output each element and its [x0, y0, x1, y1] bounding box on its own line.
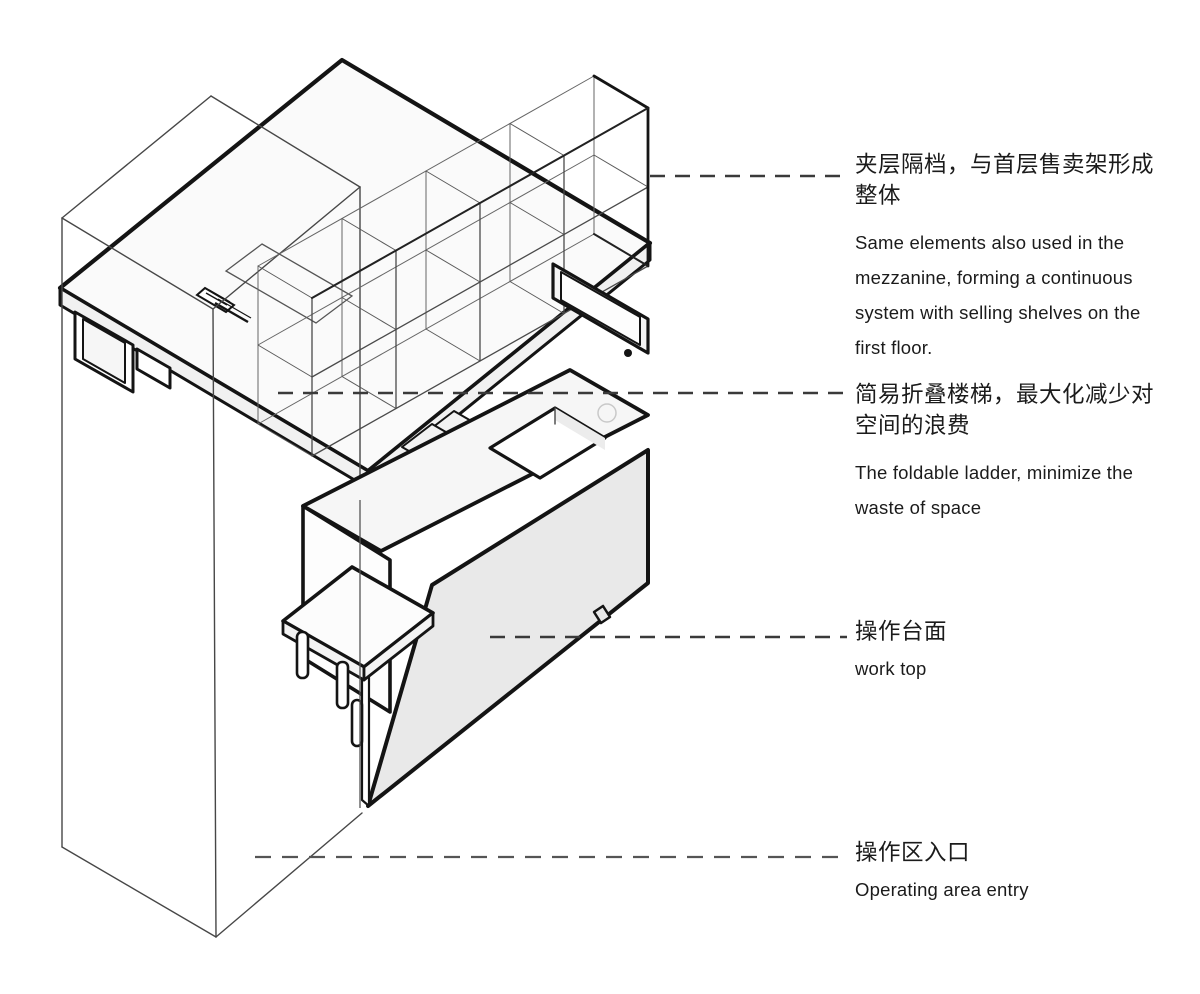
annotation-body-en: Operating area entry — [855, 879, 1029, 900]
hatch-outline — [224, 243, 354, 324]
annotation-body-en: Same elements also used in the mezzanine… — [855, 232, 1141, 358]
annotation-body-en: work top — [855, 658, 927, 679]
hatch-handle-detail — [195, 286, 252, 324]
annotation-body-en: The foldable ladder, minimize the waste … — [855, 462, 1134, 518]
work-top-counter — [281, 565, 435, 748]
annotation-operating-entry: 操作区入口 Operating area entry — [855, 837, 1190, 907]
kiosk-envelope-wireframe — [61, 95, 363, 938]
annotation-title-zh: 操作台面 — [855, 619, 948, 644]
annotation-title-zh: 简易折叠楼梯，最大化减少对 空间的浪费 — [855, 382, 1155, 438]
hanging-basket-left — [73, 310, 172, 394]
panel-notch — [592, 604, 612, 625]
annotation-work-top: 操作台面 work top — [855, 616, 1190, 686]
box-front-panel — [366, 448, 650, 808]
annotation-title-zh: 夹层隔档，与首层售卖架形成 整体 — [855, 152, 1155, 208]
annotation-mezzanine-partition: 夹层隔档，与首层售卖架形成 整体 Same elements also used… — [855, 149, 1190, 365]
annotation-title-zh: 操作区入口 — [855, 840, 971, 865]
hanging-basket-right — [551, 262, 650, 357]
annotation-foldable-ladder: 简易折叠楼梯，最大化减少对 空间的浪费 The foldable ladder,… — [855, 379, 1190, 525]
pivot-detail — [597, 403, 617, 423]
counter-leg — [295, 630, 310, 680]
counter-leg — [335, 660, 350, 710]
